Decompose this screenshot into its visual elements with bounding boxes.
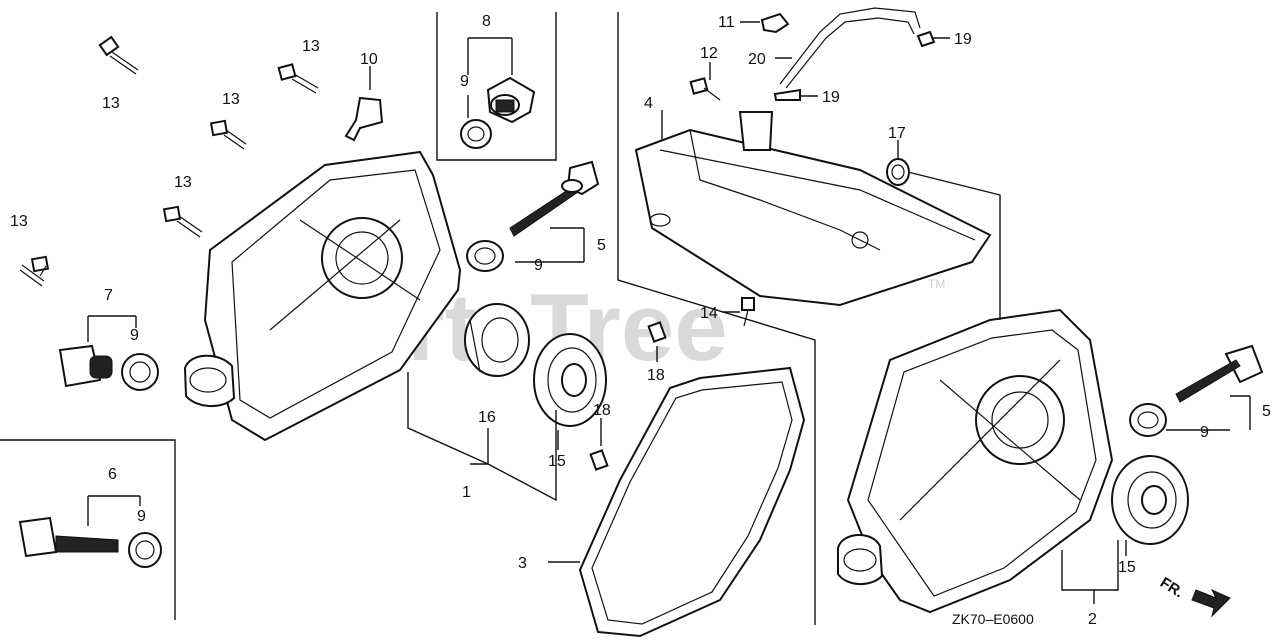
- bolt-13-b: [277, 63, 319, 94]
- callout-14: 14: [700, 305, 718, 322]
- callout-18-b: 18: [593, 402, 611, 419]
- front-direction-arrow-icon: [1191, 588, 1231, 618]
- oil-tank-4: [634, 111, 992, 307]
- callout-18-a: 18: [647, 367, 665, 384]
- bracket-10: [344, 96, 384, 142]
- seal-9-dipstick-right: [1129, 403, 1167, 437]
- callout-13-b: 13: [302, 38, 320, 55]
- dipstick-5-right: [1175, 344, 1264, 403]
- crankcase-cover-right: [837, 308, 1114, 614]
- callout-7: 7: [104, 287, 113, 304]
- callout-4: 4: [644, 95, 653, 112]
- seal-9-dipstick-top: [466, 240, 504, 272]
- hose-clamp-11: [760, 12, 790, 34]
- bolt-13-c: [209, 119, 247, 150]
- callout-6: 6: [108, 466, 117, 483]
- bolt-13-a: [98, 35, 139, 75]
- callout-9-dipstick-lower: 9: [137, 508, 146, 525]
- callout-17: 17: [888, 125, 906, 142]
- clip-19-a: [916, 30, 936, 48]
- breather-hose-20: [779, 7, 921, 89]
- callout-9-dipstick-right: 9: [1200, 424, 1209, 441]
- seal-9-cap-box: [460, 119, 492, 149]
- callout-16: 16: [478, 409, 496, 426]
- callout-9-cap-box: 9: [460, 73, 469, 90]
- dowel-pin-18-a: [647, 321, 667, 343]
- callout-9-dipstick-top: 9: [534, 257, 543, 274]
- callout-9-oil-cap: 9: [130, 327, 139, 344]
- oil-filler-cap-8: [486, 76, 536, 124]
- callout-13-e: 13: [10, 213, 28, 230]
- seal-9-dipstick-lower: [128, 532, 162, 568]
- watermark-trademark: TM: [928, 277, 945, 291]
- gasket-3: [578, 366, 806, 638]
- callout-3: 3: [518, 555, 527, 572]
- callout-20: 20: [748, 51, 766, 68]
- oil-seal-16: [464, 303, 530, 377]
- callout-15-right: 15: [1118, 559, 1136, 576]
- oil-fill-cap-7: [58, 344, 113, 388]
- oil-tank-group-box: [617, 12, 816, 625]
- callout-8: 8: [482, 13, 491, 30]
- dipstick-6: [18, 516, 119, 558]
- cap-group-box: [436, 12, 557, 161]
- callout-13-a: 13: [102, 95, 120, 112]
- bolt-13-d: [162, 205, 203, 238]
- callout-19-b: 19: [822, 89, 840, 106]
- bolt-12: [689, 77, 721, 101]
- dowel-pin-18-b: [589, 449, 609, 471]
- crankcase-cover-left: [183, 150, 462, 442]
- dipstick-group-box: [0, 439, 176, 620]
- bearing-15-left: [533, 333, 607, 427]
- callout-19-a: 19: [954, 31, 972, 48]
- leader-lines: [87, 21, 1251, 604]
- front-direction-label: FR.: [1157, 574, 1187, 601]
- clip-19-b: [773, 88, 801, 101]
- callout-13-c: 13: [222, 91, 240, 108]
- callout-2: 2: [1088, 611, 1097, 628]
- callout-11: 11: [718, 14, 735, 31]
- dipstick-5-top: [509, 160, 600, 237]
- bolt-14: [741, 297, 755, 327]
- bearing-15-right: [1111, 455, 1189, 545]
- figure-code: ZK70–E0600: [952, 611, 1034, 627]
- o-ring-17: [886, 158, 910, 186]
- bolt-13-e: [19, 255, 50, 287]
- callout-1: 1: [462, 484, 471, 501]
- callout-10: 10: [360, 51, 378, 68]
- callout-12: 12: [700, 45, 718, 62]
- callout-5-top: 5: [597, 237, 606, 254]
- callout-13-d: 13: [174, 174, 192, 191]
- callout-15-left: 15: [548, 453, 566, 470]
- callout-5-right: 5: [1262, 403, 1271, 420]
- seal-9-oil-cap: [121, 353, 159, 391]
